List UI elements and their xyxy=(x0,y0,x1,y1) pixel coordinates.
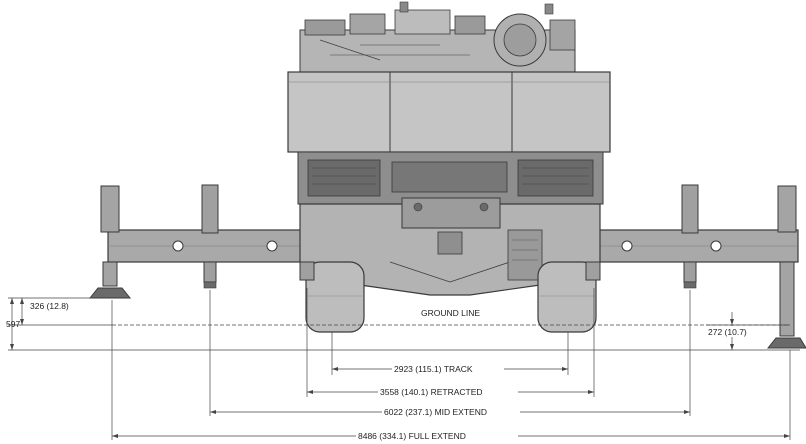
dim-597-label: 597 xyxy=(6,319,20,329)
upper-engine-assembly xyxy=(299,1,576,76)
dim-retracted-label: 3558 (140.1) RETRACTED xyxy=(380,387,483,397)
dim-272-label: 272 (10.7) xyxy=(708,327,747,337)
right-mid-jack xyxy=(681,184,699,289)
left-mid-jack xyxy=(201,184,219,289)
right-tire xyxy=(537,261,597,333)
dim-track-label: 2923 (115.1) TRACK xyxy=(394,364,473,374)
dim-full-extend-label: 8486 (334.1) FULL EXTEND xyxy=(358,431,466,441)
right-inner-jack xyxy=(585,261,601,281)
crane-machine xyxy=(88,1,806,349)
dim-326-label: 326 (12.8) xyxy=(30,301,69,311)
left-inner-jack xyxy=(299,261,315,281)
right-outer-jack xyxy=(766,185,806,349)
label-backgrounds xyxy=(28,300,760,442)
dimension-arrowheads xyxy=(10,298,790,438)
chassis-grille-section xyxy=(297,151,604,205)
counterweight-block xyxy=(287,71,611,153)
left-outer-jack xyxy=(88,185,132,299)
ground-line-label: GROUND LINE xyxy=(421,308,480,318)
central-chassis xyxy=(299,197,601,296)
dim-mid-extend-label: 6022 (237.1) MID EXTEND xyxy=(384,407,487,417)
left-tire xyxy=(305,261,365,333)
